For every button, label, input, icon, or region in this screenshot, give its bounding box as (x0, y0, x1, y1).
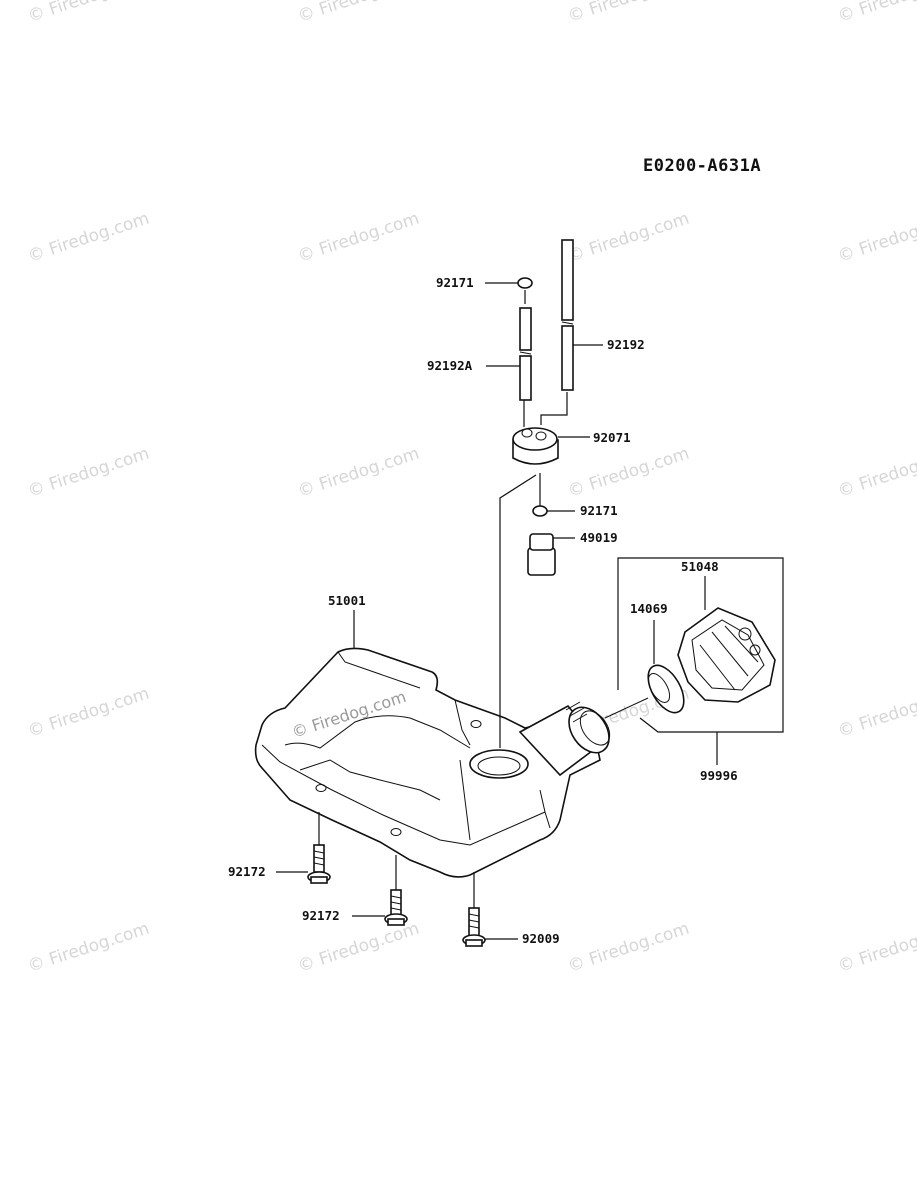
watermark: © Firedog.com (565, 209, 691, 267)
watermark: © Firedog.com (835, 0, 917, 27)
watermark: © Firedog.com (295, 209, 421, 267)
fuel-tank-part[interactable] (254, 647, 618, 878)
label-long-tube[interactable]: 92192 (607, 337, 645, 352)
connection-line (499, 474, 537, 748)
watermark: © Firedog.com (25, 444, 151, 502)
label-short-tube[interactable]: 92192A (427, 358, 473, 373)
washer-bottom-part[interactable] (532, 473, 575, 517)
watermark: © Firedog.com (565, 919, 691, 977)
label-fuel-cap[interactable]: 51048 (681, 559, 719, 574)
label-grommet[interactable]: 92071 (593, 430, 631, 445)
cap-gasket-part[interactable] (604, 620, 691, 719)
label-washer-top[interactable]: 92171 (436, 275, 474, 290)
watermark: © Firedog.com (295, 0, 421, 27)
label-bolt-right[interactable]: 92009 (522, 931, 560, 946)
bolt-middle-part[interactable] (352, 855, 408, 926)
watermark: © Firedog.com (295, 444, 421, 502)
watermark: © Firedog.com (565, 444, 691, 502)
watermark: © Firedog.com (25, 919, 151, 977)
watermark: © Firedog.com (835, 444, 917, 502)
grommet-part[interactable] (512, 427, 590, 465)
long-fuel-tube-part[interactable] (561, 239, 603, 391)
connection-line (540, 392, 568, 425)
label-cap-assembly[interactable]: 99996 (700, 768, 738, 783)
watermark: © Firedog.com (25, 684, 151, 742)
short-fuel-tube-part[interactable] (486, 307, 532, 427)
label-cap-gasket[interactable]: 14069 (630, 601, 668, 616)
watermark: © Firedog.com (835, 209, 917, 267)
cap-assembly-box (617, 557, 784, 765)
label-fuel-tank[interactable]: 51001 (328, 593, 366, 608)
fuel-cap-part[interactable] (677, 576, 776, 703)
bolt-left-part[interactable] (276, 812, 331, 884)
label-bolt-middle[interactable]: 92172 (302, 908, 340, 923)
watermark: © Firedog.com (25, 0, 151, 27)
label-bolt-left[interactable]: 92172 (228, 864, 266, 879)
watermark: © Firedog.com (565, 0, 691, 27)
fuel-filter-part[interactable] (527, 533, 575, 576)
label-washer-bottom[interactable]: 92171 (580, 503, 618, 518)
label-filter[interactable]: 49019 (580, 530, 618, 545)
watermark: © Firedog.com (835, 919, 917, 977)
washer-top-part[interactable] (485, 277, 533, 304)
diagram-code: E0200-A631A (643, 156, 761, 176)
watermark: © Firedog.com (25, 209, 151, 267)
bolt-right-part[interactable] (462, 872, 518, 947)
watermark: © Firedog.com (835, 684, 917, 742)
watermark: © Firedog.com (295, 919, 421, 977)
